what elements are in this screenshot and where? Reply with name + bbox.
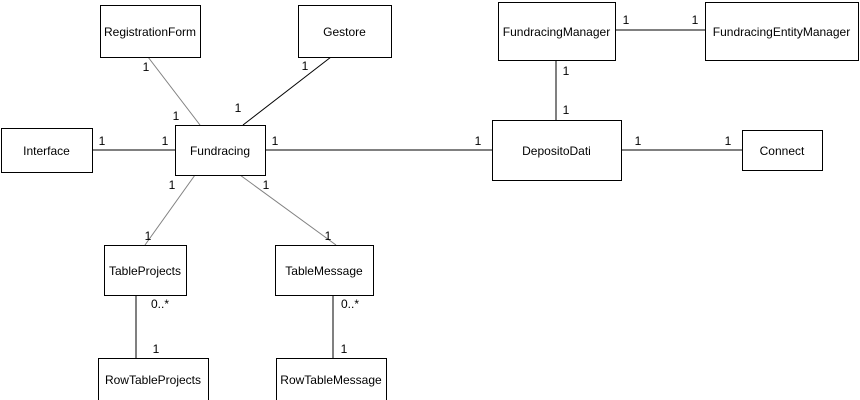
multiplicity-fundracing-side: 1	[173, 109, 180, 123]
multiplicity-deposito-dati-side: 1	[635, 134, 642, 148]
class-label-interface: Interface	[23, 144, 70, 158]
association-fundracing-to-table-projects[interactable]	[144, 174, 196, 246]
class-box-table-message[interactable]	[275, 245, 374, 296]
class-label-table-message: TableMessage	[285, 264, 363, 278]
multiplicity-table-projects-side: 0..*	[151, 297, 169, 311]
class-label-row-table-projects: RowTableProjects	[105, 373, 201, 387]
class-box-gestore[interactable]	[298, 5, 392, 58]
class-gestore[interactable]: Gestore	[298, 5, 392, 58]
class-label-row-table-message: RowTableMessage	[280, 373, 382, 387]
multiplicity-row-table-projects-side: 1	[153, 342, 160, 356]
class-label-gestore: Gestore	[323, 25, 366, 39]
association-gestore-to-fundracing[interactable]	[242, 56, 332, 126]
multiplicity-registration-form-side: 1	[143, 60, 150, 74]
class-box-registration-form[interactable]	[100, 5, 201, 58]
class-label-connect: Connect	[760, 144, 805, 158]
class-label-fundracing-entity-manager: FundracingEntityManager	[713, 25, 850, 39]
multiplicity-fundracing-side: 1	[162, 134, 169, 148]
multiplicity-deposito-dati-side: 1	[475, 134, 482, 148]
class-box-connect[interactable]	[742, 130, 823, 171]
class-box-table-projects[interactable]	[104, 245, 187, 296]
class-fundracing-manager[interactable]: FundracingManager	[498, 2, 616, 61]
multiplicity-fundracing-manager-side: 1	[563, 64, 570, 78]
class-label-fundracing: Fundracing	[190, 144, 250, 158]
class-label-fundracing-manager: FundracingManager	[503, 25, 610, 39]
multiplicity-row-table-message-side: 1	[341, 342, 348, 356]
multiplicity-fundracing-side: 1	[169, 178, 176, 192]
class-label-deposito-dati: DepositoDati	[522, 144, 591, 158]
class-fundracing[interactable]: Fundracing	[175, 125, 266, 176]
class-box-row-table-message[interactable]	[276, 358, 387, 400]
multiplicity-fundracing-entity-manager-side: 1	[692, 13, 699, 27]
class-box-interface[interactable]	[1, 128, 93, 173]
multiplicity-connect-side: 1	[725, 134, 732, 148]
multiplicity-fundracing-side: 1	[235, 101, 242, 115]
class-box-deposito-dati[interactable]	[492, 120, 622, 181]
class-box-fundracing-entity-manager[interactable]	[705, 2, 859, 61]
class-table-projects[interactable]: TableProjects	[104, 245, 187, 296]
class-deposito-dati[interactable]: DepositoDati	[492, 120, 622, 181]
class-interface[interactable]: Interface	[1, 128, 93, 173]
class-table-message[interactable]: TableMessage	[275, 245, 374, 296]
class-fundracing-entity-manager[interactable]: FundracingEntityManager	[705, 2, 859, 61]
class-connect[interactable]: Connect	[742, 130, 823, 171]
class-registration-form[interactable]: RegistrationForm	[100, 5, 201, 58]
association-registration-form-to-fundracing[interactable]	[147, 56, 201, 126]
class-box-fundracing-manager[interactable]	[498, 2, 616, 61]
multiplicity-interface-side: 1	[99, 134, 106, 148]
multiplicity-fundracing-side: 1	[272, 134, 279, 148]
class-box-row-table-projects[interactable]	[98, 358, 209, 400]
class-row-table-message[interactable]: RowTableMessage	[276, 358, 387, 400]
association-fundracing-to-table-message[interactable]	[239, 174, 337, 246]
class-label-table-projects: TableProjects	[109, 264, 181, 278]
class-label-registration-form: RegistrationForm	[104, 25, 196, 39]
multiplicity-deposito-dati-side: 1	[563, 103, 570, 117]
multiplicity-gestore-side: 1	[302, 59, 309, 73]
class-row-table-projects[interactable]: RowTableProjects	[98, 358, 209, 400]
multiplicity-table-projects-side: 1	[145, 229, 152, 243]
multiplicity-fundracing-manager-side: 1	[623, 13, 630, 27]
associations-layer	[92, 29, 742, 358]
multiplicity-fundracing-side: 1	[263, 178, 270, 192]
multiplicity-table-message-side: 1	[325, 229, 332, 243]
class-box-fundracing[interactable]	[175, 125, 266, 176]
multiplicity-table-message-side: 0..*	[341, 297, 359, 311]
